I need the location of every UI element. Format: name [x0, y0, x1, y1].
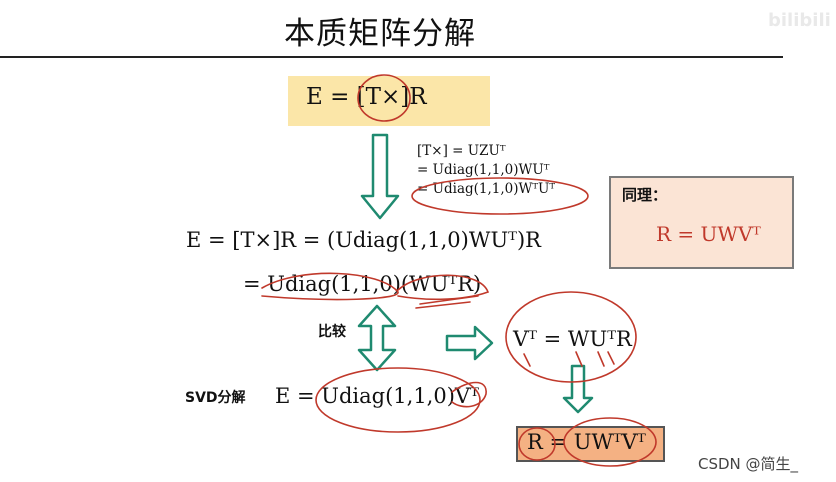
- circle-tx-icon: [357, 74, 411, 122]
- circle-r-icon: [518, 427, 556, 461]
- side-derivation-line-3: = Udiag(1,1,0)WᵀUᵀ: [417, 181, 556, 197]
- bilibili-watermark: bilibili: [768, 10, 831, 31]
- underline-wutr-icon: [397, 274, 490, 301]
- double-arrow-icon: [357, 304, 397, 372]
- equation-svd: E = Udiag(1,1,0)Vᵀ: [275, 384, 479, 408]
- highlight-box-essential: [288, 76, 490, 126]
- equation-expanded: E = [T×]R = (Udiag(1,1,0)WUᵀ)R: [186, 228, 541, 252]
- similarly-equation: R = UWVᵀ: [656, 222, 761, 246]
- svd-label: SVD分解: [185, 390, 246, 406]
- tick-marks-icon: [523, 351, 615, 367]
- equation-e-tx-r: E = [T×]R: [306, 84, 427, 110]
- similarly-label: 同理：: [622, 186, 668, 204]
- circle-result-icon: [563, 417, 657, 467]
- side-derivation-line-1: [T×] = UZUᵀ: [417, 143, 506, 159]
- equation-vt: Vᵀ = WUᵀR: [513, 327, 632, 351]
- down-arrow-icon: [360, 133, 400, 220]
- underline-udiag-icon: [261, 272, 399, 301]
- hook-vt-icon: [451, 381, 487, 408]
- side-derivation-line-2: = Udiag(1,1,0)WUᵀ: [417, 162, 550, 178]
- squiggle-under-icon: [415, 295, 479, 309]
- circle-vt-icon: [505, 291, 637, 383]
- compare-label: 比较: [318, 324, 346, 340]
- equation-result: R = UWᵀVᵀ: [527, 430, 646, 454]
- title-underline: [0, 56, 783, 58]
- circle-svd-icon: [315, 367, 481, 433]
- csdn-credit: CSDN @简生_: [698, 455, 799, 473]
- right-arrow-icon: [445, 325, 494, 361]
- page-title: 本质矩阵分解: [284, 16, 476, 52]
- similarly-box: [609, 176, 794, 269]
- result-box: [516, 426, 665, 462]
- circle-side-icon: [411, 177, 589, 215]
- down-arrow-small-icon: [562, 364, 594, 414]
